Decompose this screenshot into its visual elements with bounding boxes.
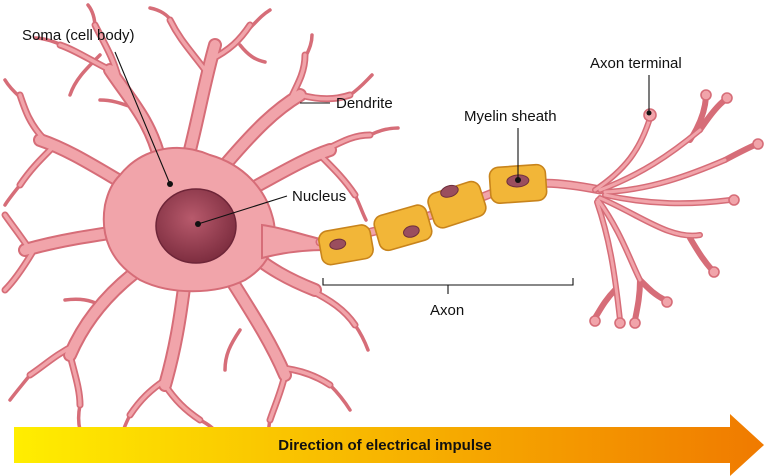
soma-leader: [114, 51, 171, 185]
nucleus-label: Nucleus: [292, 188, 346, 205]
axon-label: Axon: [430, 302, 464, 319]
axon-terminal-leader-dot: [646, 110, 652, 116]
soma-label: Soma (cell body): [22, 27, 135, 44]
myelin-segments: [318, 163, 548, 266]
nucleus-leader: [197, 195, 288, 225]
axon-bracket: [322, 278, 574, 294]
impulse-direction-label: Direction of electrical impulse: [278, 437, 491, 454]
soma-leader-dot: [167, 181, 173, 187]
axon-terminal-label: Axon terminal: [590, 55, 682, 72]
impulse-direction-arrow: [14, 414, 764, 476]
axon-terminals: [589, 89, 764, 329]
myelin-sheath-label: Myelin sheath: [464, 108, 557, 125]
dendrite-label: Dendrite: [336, 95, 393, 112]
myelin-leader-dot: [515, 177, 521, 183]
nucleus-leader-dot: [195, 221, 201, 227]
